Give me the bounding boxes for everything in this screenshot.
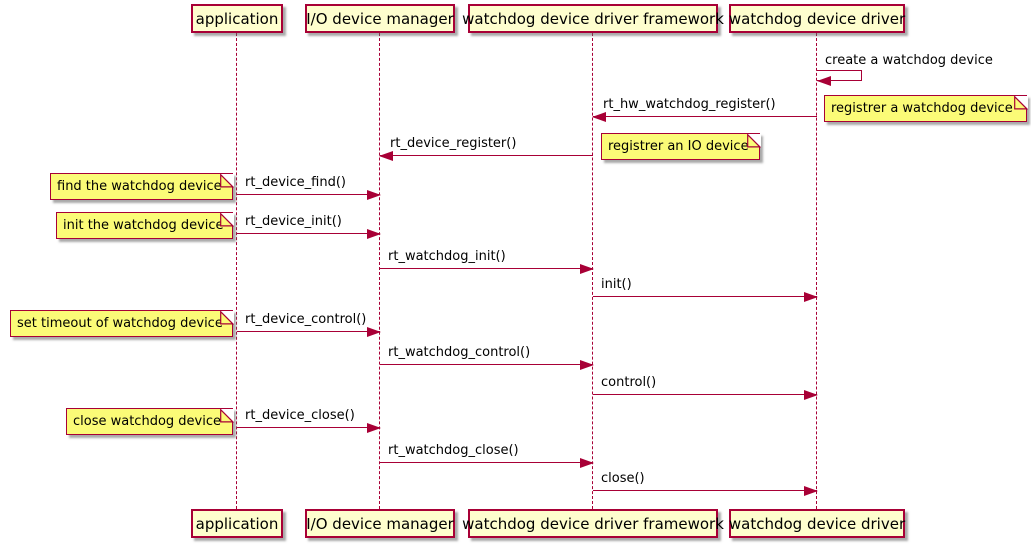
message-line <box>237 427 380 428</box>
message-label: rt_device_find() <box>245 175 346 190</box>
note-fold-icon <box>219 309 234 325</box>
message-rt-device-control: rt_device_control() <box>237 311 381 337</box>
message-label: rt_device_init() <box>245 214 342 229</box>
message-init: init() <box>593 276 818 302</box>
message-line <box>593 394 817 395</box>
message-rt-watchdog-close: rt_watchdog_close() <box>380 442 594 468</box>
arrowhead-right-icon <box>580 359 594 370</box>
message-line <box>593 296 817 297</box>
message-label: rt_watchdog_control() <box>388 345 531 360</box>
arrowhead-right-icon <box>367 189 381 200</box>
note-fold-icon <box>1013 94 1028 110</box>
message-rt-watchdog-control: rt_watchdog_control() <box>380 344 594 370</box>
lifeline-watchdog-driver <box>816 33 817 509</box>
message-line <box>237 194 380 195</box>
message-label: rt_hw_watchdog_register() <box>603 97 776 112</box>
message-label: rt_device_control() <box>245 312 367 327</box>
note-close-watchdog-device: close watchdog device <box>66 407 234 435</box>
note-init-the-watchdog-device: init the watchdog device <box>56 211 234 239</box>
lifeline-application <box>236 33 237 509</box>
note-text: init the watchdog device <box>63 218 224 233</box>
message-close: close() <box>593 470 818 496</box>
note-text: set timeout of watchdog device <box>17 316 223 331</box>
note-find-the-watchdog-device: find the watchdog device <box>50 172 234 200</box>
note-text: close watchdog device <box>73 414 221 429</box>
note-text: find the watchdog device <box>57 179 222 194</box>
arrowhead-right-icon <box>580 263 594 274</box>
arrowhead-left-icon <box>379 150 393 161</box>
participant-top-watchdog-framework: watchdog device driver framework <box>462 4 724 33</box>
message-rt-device-register: rt_device_register() <box>379 135 593 161</box>
note-fold-icon <box>219 211 234 227</box>
arrowhead-right-icon <box>367 228 381 239</box>
note-fold-icon <box>746 132 761 148</box>
message-rt-hw-watchdog-register: rt_hw_watchdog_register() <box>592 96 817 122</box>
message-line <box>380 155 593 156</box>
participant-bottom-io-device-manager: I/O device manager <box>305 509 455 538</box>
participant-bottom-watchdog-driver: watchdog device driver <box>729 509 905 538</box>
message-create-watchdog-device: create a watchdog device <box>817 52 1007 92</box>
note-set-timeout-of-watchdog-device: set timeout of watchdog device <box>10 309 234 337</box>
message-label: close() <box>601 471 645 486</box>
arrowhead-left-icon <box>592 111 606 122</box>
message-label: rt_device_register() <box>390 136 517 151</box>
note-registrer-an-io-device: registrer an IO device <box>601 132 761 160</box>
message-control: control() <box>593 374 818 400</box>
message-rt-device-find: rt_device_find() <box>237 174 381 200</box>
note-fold-icon <box>219 407 234 423</box>
message-line <box>380 364 593 365</box>
message-line <box>593 116 817 117</box>
message-label: rt_watchdog_init() <box>388 249 506 264</box>
participant-bottom-application: application <box>191 509 283 538</box>
note-registrer-a-watchdog-device: registrer a watchdog device <box>824 94 1028 122</box>
self-call-loop <box>817 70 862 81</box>
note-text: registrer a watchdog device <box>831 101 1013 116</box>
participant-top-io-device-manager: I/O device manager <box>305 4 455 33</box>
participant-bottom-watchdog-framework: watchdog device driver framework <box>462 509 724 538</box>
message-label: control() <box>601 375 657 390</box>
participant-top-watchdog-driver: watchdog device driver <box>729 4 905 33</box>
message-label: rt_device_close() <box>245 408 355 423</box>
message-label: rt_watchdog_close() <box>388 443 519 458</box>
arrowhead-right-icon <box>367 326 381 337</box>
arrowhead-right-icon <box>804 485 818 496</box>
arrowhead-left-icon <box>817 75 831 86</box>
note-fold-icon <box>219 172 234 188</box>
arrowhead-right-icon <box>804 389 818 400</box>
note-text: registrer an IO device <box>608 139 749 154</box>
message-line <box>237 331 380 332</box>
message-label: init() <box>601 277 632 292</box>
message-line <box>380 462 593 463</box>
arrowhead-right-icon <box>804 291 818 302</box>
message-rt-device-close: rt_device_close() <box>237 407 381 433</box>
participant-top-application: application <box>191 4 283 33</box>
message-rt-device-init: rt_device_init() <box>237 213 381 239</box>
message-line <box>593 490 817 491</box>
message-rt-watchdog-init: rt_watchdog_init() <box>380 248 594 274</box>
arrowhead-right-icon <box>367 422 381 433</box>
message-line <box>380 268 593 269</box>
lifeline-io-device-manager <box>379 33 380 509</box>
message-line <box>237 233 380 234</box>
message-label: create a watchdog device <box>825 53 993 68</box>
arrowhead-right-icon <box>580 457 594 468</box>
